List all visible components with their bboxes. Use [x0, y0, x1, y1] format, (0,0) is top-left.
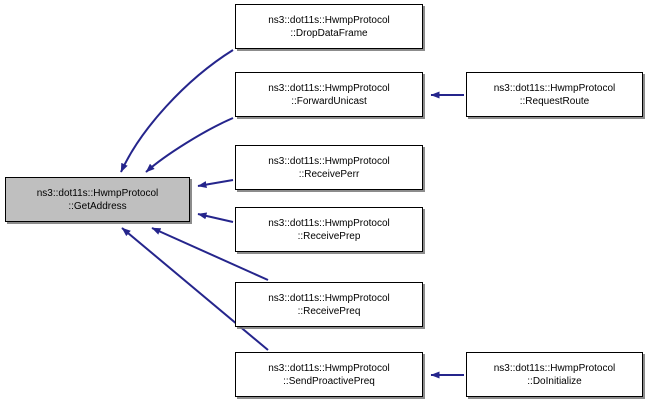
node-receive-prep-line2: ::ReceivePrep — [297, 230, 361, 242]
node-do-initialize-line2: ::DoInitialize — [527, 375, 582, 387]
node-receive-prep-line1: ns3::dot11s::HwmpProtocol — [268, 217, 390, 229]
node-get-address-line2: ::GetAddress — [68, 200, 127, 212]
node-drop-data-frame[interactable]: ns3::dot11s::HwmpProtocol ::DropDataFram… — [235, 4, 423, 49]
node-request-route-line2: ::RequestRoute — [519, 95, 590, 107]
node-receive-prep[interactable]: ns3::dot11s::HwmpProtocol ::ReceivePrep — [235, 207, 423, 252]
node-receive-perr[interactable]: ns3::dot11s::HwmpProtocol ::ReceivePerr — [235, 145, 423, 190]
node-drop-data-frame-line2: ::DropDataFrame — [290, 27, 368, 39]
node-get-address-line1: ns3::dot11s::HwmpProtocol — [36, 187, 159, 199]
edge-forwardunicast-to-getaddress — [145, 117, 234, 173]
node-request-route-line1: ns3::dot11s::HwmpProtocol — [493, 82, 616, 94]
node-forward-unicast[interactable]: ns3::dot11s::HwmpProtocol ::ForwardUnica… — [235, 72, 423, 117]
node-send-proactive-preq-line2: ::SendProactivePreq — [283, 375, 375, 387]
node-receive-preq[interactable]: ns3::dot11s::HwmpProtocol ::ReceivePreq — [235, 282, 423, 327]
node-receive-preq-line1: ns3::dot11s::HwmpProtocol — [268, 292, 390, 304]
node-receive-preq-line2: ::ReceivePreq — [297, 305, 361, 317]
node-receive-perr-line2: ::ReceivePerr — [298, 168, 360, 180]
node-do-initialize[interactable]: ns3::dot11s::HwmpProtocol ::DoInitialize — [466, 352, 643, 397]
node-receive-perr-line1: ns3::dot11s::HwmpProtocol — [268, 155, 390, 167]
node-send-proactive-preq[interactable]: ns3::dot11s::HwmpProtocol ::SendProactiv… — [235, 352, 423, 397]
node-get-address[interactable]: ns3::dot11s::HwmpProtocol ::GetAddress — [5, 177, 190, 222]
node-forward-unicast-line2: ::ForwardUnicast — [291, 95, 367, 107]
node-request-route[interactable]: ns3::dot11s::HwmpProtocol ::RequestRoute — [466, 72, 643, 117]
edge-receiveperr-to-getaddress — [197, 179, 234, 189]
node-do-initialize-line1: ns3::dot11s::HwmpProtocol — [493, 362, 616, 374]
node-send-proactive-preq-line1: ns3::dot11s::HwmpProtocol — [268, 362, 390, 374]
node-drop-data-frame-line1: ns3::dot11s::HwmpProtocol — [268, 14, 390, 26]
edge-dropdataframe-to-getaddress — [120, 49, 234, 173]
edge-receiveprep-to-getaddress — [197, 212, 234, 223]
node-forward-unicast-line1: ns3::dot11s::HwmpProtocol — [268, 82, 390, 94]
